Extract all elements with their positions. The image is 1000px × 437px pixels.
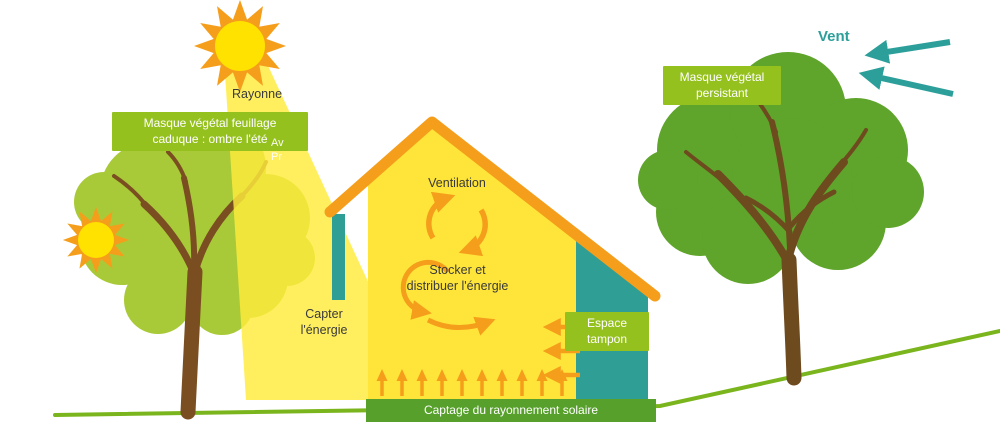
buffer-label-line1: Espace — [586, 316, 628, 330]
right-mask-label-line1: Masque végétal — [679, 70, 765, 84]
buffer-space-label: Espace tampon — [565, 312, 649, 352]
left-mask-label-line1: Masque végétal feuillage — [143, 116, 277, 130]
left-mask-label-line2: caduque : ombre l'été — [152, 131, 268, 146]
house-facade — [368, 124, 576, 400]
evergreen-tree — [638, 52, 924, 386]
left-wall-strip — [332, 214, 345, 300]
wind-label: Vent — [818, 28, 850, 45]
roof — [324, 116, 661, 302]
overhang-fragment-line1: Av — [271, 137, 284, 149]
ground-line — [53, 329, 1000, 417]
store-label-line1: Stocker et — [429, 263, 486, 277]
store-distribute-label: Stocker et distribuer l'énergie — [385, 262, 530, 295]
buffer-label-line2: tampon — [586, 331, 628, 346]
house — [324, 116, 661, 422]
roof-overhang-label-fragment: Av Pr — [271, 137, 284, 165]
ventilation-label: Ventilation — [428, 176, 486, 190]
solar-capture-bar — [366, 399, 656, 422]
right-mask-label-line2: persistant — [695, 85, 749, 100]
evergreen-trunk — [684, 94, 868, 386]
right-mask-label: Masque végétal persistant — [663, 66, 781, 106]
circular-arrows-icon — [426, 191, 488, 257]
capture-label-line1: Capter — [305, 307, 343, 321]
capture-label-line2: l'énergie — [300, 323, 348, 338]
rotate-arrow-icon — [400, 259, 496, 336]
wind-arrow-icons — [858, 39, 954, 97]
capture-energy-label: Capter l'énergie — [276, 306, 372, 339]
left-mask-label: Masque végétal feuillage caduque : ombre… — [112, 112, 308, 152]
solar-capture-label: Captage du rayonnement solaire — [423, 403, 599, 417]
radiation-label: Rayonne — [232, 87, 283, 101]
overhang-fragment-line2: Pr — [271, 150, 282, 163]
store-label-line2: distribuer l'énergie — [406, 279, 509, 294]
